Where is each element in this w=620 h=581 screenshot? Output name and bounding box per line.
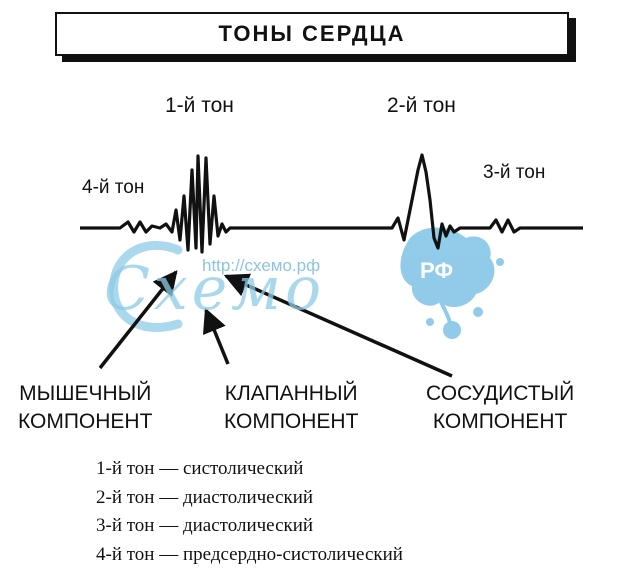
component-muscle: МЫШЕЧНЫЙ КОМПОНЕНТ <box>18 380 152 436</box>
label-tone-2: 2-й тон <box>387 94 456 117</box>
watermark-url: http://схемо.рф <box>202 256 321 275</box>
legend-item-tone-4: 4-й тон — предсердно-систолический <box>96 543 403 565</box>
component-vascular-line2: КОМПОНЕНТ <box>432 410 568 433</box>
watermark-badge: РФ <box>420 258 454 283</box>
legend-item-tone-1: 1-й тон — систолический <box>96 458 304 479</box>
legend-item-tone-3: 3-й тон — диастолический <box>96 515 314 536</box>
label-tone-1: 1-й тон <box>165 94 234 117</box>
component-muscle-line2: КОМПОНЕНТ <box>18 410 153 433</box>
heart-sound-waveform <box>80 153 583 254</box>
watermark-word: Схемо <box>104 254 326 324</box>
component-valve-line2: КОМПОНЕНТ <box>224 410 359 433</box>
watermark-ring <box>109 241 183 332</box>
page-title: ТОНЫ СЕРДЦА <box>218 21 406 46</box>
label-tone-3: 3-й тон <box>483 162 546 183</box>
arrow-vascular-component <box>223 273 453 378</box>
arrow-valve-component <box>202 307 230 365</box>
watermark-splash <box>400 227 504 339</box>
component-vascular-line1: СОСУДИСТЫЙ <box>426 382 575 405</box>
component-muscle-line1: МЫШЕЧНЫЙ <box>19 382 152 405</box>
component-valve-line1: КЛАПАННЫЙ <box>224 382 358 405</box>
label-tone-4: 4-й тон <box>82 177 145 198</box>
legend-item-tone-2: 2-й тон — диастолический <box>96 486 314 508</box>
title-box: ТОНЫ СЕРДЦА <box>55 12 569 56</box>
arrow-muscle-component <box>98 270 178 370</box>
tone-legend: 1-й тон — систолический 2-й тон — диасто… <box>96 455 403 569</box>
component-vascular: СОСУДИСТЫЙ КОМПОНЕНТ <box>426 380 574 436</box>
component-valve: КЛАПАННЫЙ КОМПОНЕНТ <box>224 380 358 436</box>
